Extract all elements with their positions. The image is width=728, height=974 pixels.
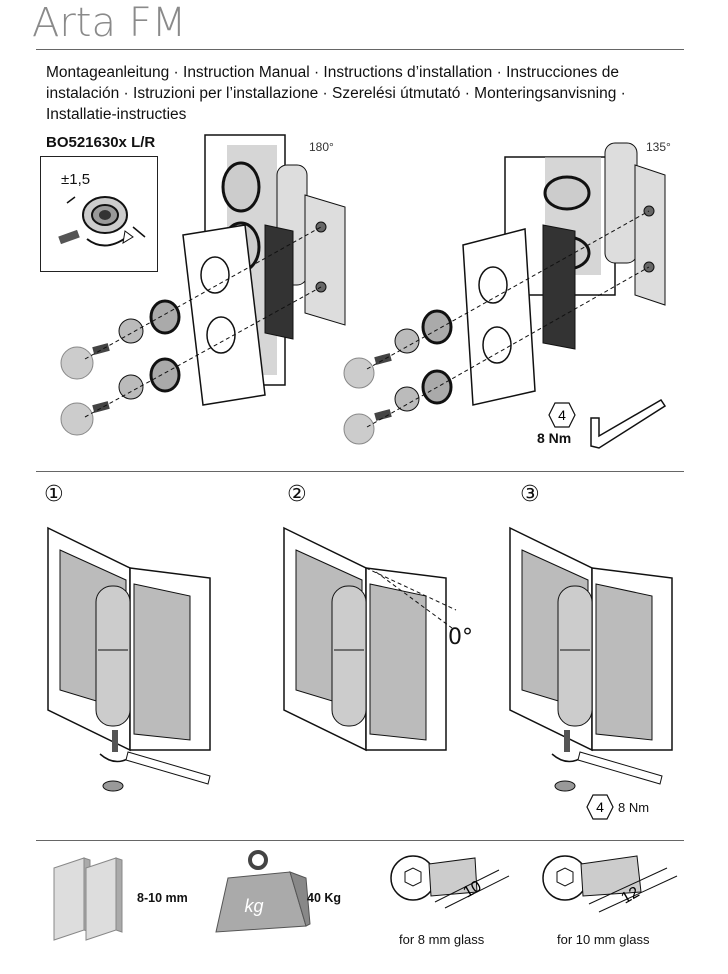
- step-2-number: ②: [287, 482, 307, 507]
- tolerance-label: ±1,5: [61, 171, 91, 188]
- adjustment-detail-box: ±1,5: [40, 156, 158, 272]
- torque-badge-top: 4: [548, 402, 576, 428]
- angle-180-label: 180°: [309, 140, 334, 154]
- adjustment-detail-icon: [58, 196, 146, 247]
- svg-text:kg: kg: [244, 896, 263, 916]
- svg-text:4: 4: [596, 799, 604, 815]
- manual-subtitle: Montageanleitung · Instruction Manual · …: [46, 64, 626, 123]
- svg-text:12: 12: [619, 884, 643, 908]
- exploded-diagram-180: [60, 134, 346, 436]
- svg-text:4: 4: [558, 407, 566, 423]
- exploded-diagram-135: [343, 142, 666, 445]
- glass-thickness-label: 8-10 mm: [137, 891, 188, 905]
- angle-135-label: 135°: [646, 140, 671, 154]
- screw-10-icon: 10: [390, 855, 510, 909]
- weight-limit-label: 40 Kg: [307, 891, 342, 905]
- model-number: BO521630x L/R: [46, 134, 156, 151]
- step-3-hinge-diagram: [509, 526, 673, 792]
- hex-key-icon: [590, 398, 667, 449]
- step-2-hinge-diagram: [283, 526, 457, 752]
- step-1-number: ①: [44, 482, 64, 507]
- svg-text:10: 10: [461, 878, 485, 902]
- weight-icon: kg: [215, 850, 311, 933]
- torque-value-top: 8 Nm: [537, 430, 572, 446]
- glass-pane-icon: [53, 857, 123, 941]
- zero-angle-label: 0°: [448, 625, 473, 650]
- label-8mm-glass: for 8 mm glass: [399, 932, 485, 947]
- brand-title: Arta FM: [32, 0, 187, 46]
- screw-12-icon: 12: [542, 855, 678, 913]
- torque-badge-step-3: 4: [586, 794, 614, 820]
- step-3-number: ③: [520, 482, 540, 507]
- section-rule-2: [36, 840, 684, 841]
- header-rule: [36, 49, 684, 50]
- step-1-hinge-diagram: [47, 526, 211, 792]
- section-rule-1: [36, 471, 684, 472]
- label-10mm-glass: for 10 mm glass: [557, 932, 650, 947]
- torque-value-step-3: 8 Nm: [618, 800, 650, 815]
